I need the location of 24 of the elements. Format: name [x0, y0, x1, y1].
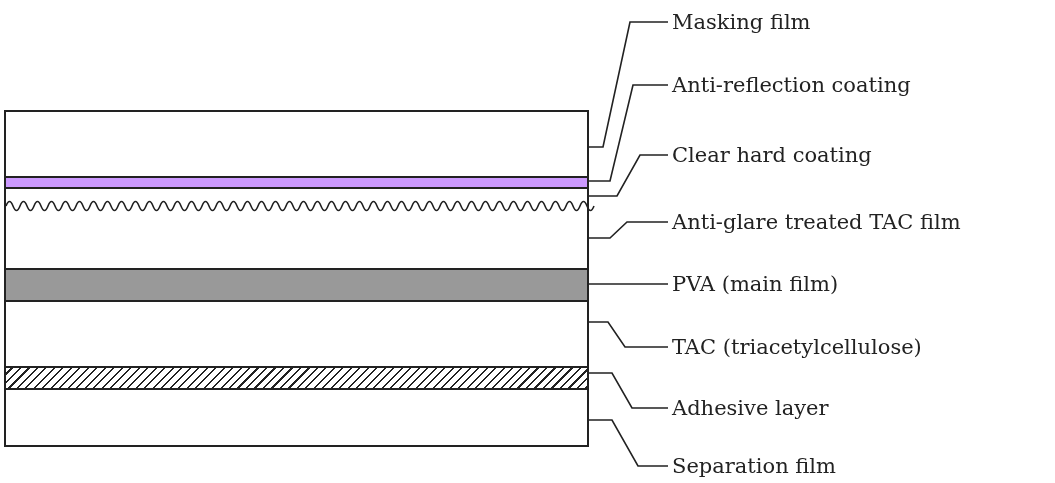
layer-label: Separation film — [672, 452, 836, 480]
leader-line — [588, 84, 669, 182]
layer-label: PVA (main film) — [672, 270, 839, 298]
layer-label: Masking film — [672, 8, 811, 36]
layer-label: Anti-glare treated TAC film — [672, 208, 961, 236]
film-layer — [4, 206, 589, 268]
leader-line — [588, 321, 669, 348]
leader-line — [588, 221, 669, 239]
film-layer — [4, 388, 589, 447]
leader-line — [588, 419, 669, 467]
film-layer — [4, 268, 589, 300]
layer-label: Clear hard coating — [672, 141, 872, 169]
masking-film-layer — [4, 110, 589, 176]
film-layer — [4, 300, 589, 366]
leader-line — [588, 21, 669, 148]
leader-line — [588, 283, 669, 285]
layer-label: Adhesive layer — [672, 394, 829, 422]
leader-line — [588, 154, 669, 197]
coating-layer — [4, 187, 589, 206]
adhesive-layer — [4, 366, 589, 388]
layer-label: Anti-reflection coating — [672, 71, 911, 99]
layer-label: TAC (triacetylcellulose) — [672, 333, 922, 361]
coating-layer — [4, 176, 589, 187]
leader-line — [588, 372, 669, 409]
